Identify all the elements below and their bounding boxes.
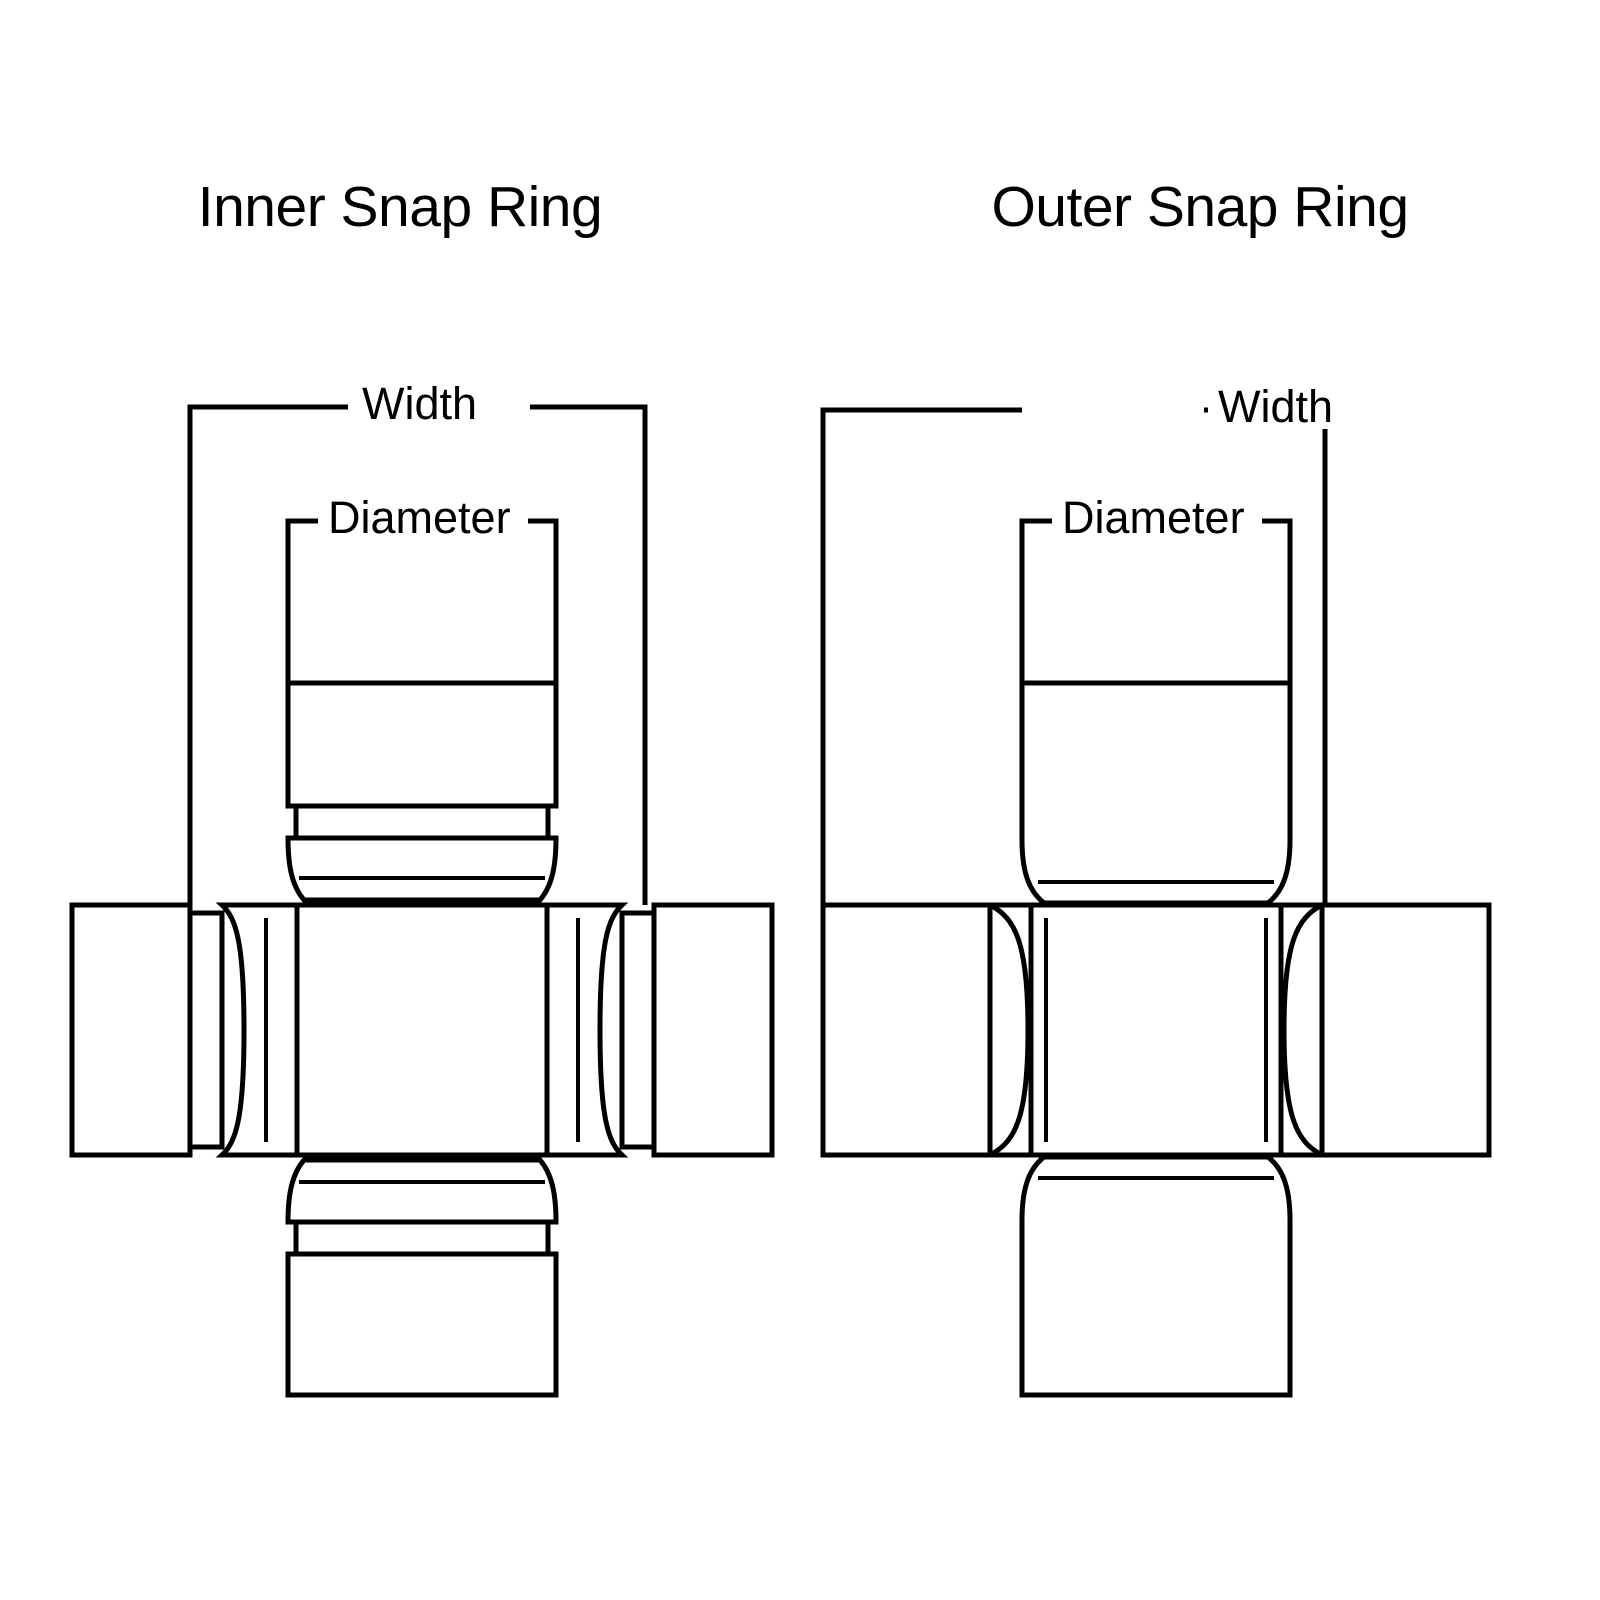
width-dimension-inner: [187, 404, 648, 905]
bottom-bearing-cap-outer: [1019, 1154, 1293, 1398]
left-bearing-cap-outer: [820, 902, 1048, 1158]
inner-snap-ring-drawing: [69, 404, 775, 1398]
diameter-label-outer: Diameter: [1052, 495, 1255, 540]
center-cross-body-inner: [294, 902, 550, 1158]
center-cross-body-outer: [1028, 902, 1284, 1158]
panel-title-outer: Outer Snap Ring: [991, 175, 1409, 239]
outer-snap-ring-drawing: [820, 407, 1492, 1398]
width-label-inner: Width: [352, 381, 488, 426]
bottom-bearing-cap-inner: [285, 1157, 559, 1398]
panel-inner-snap-ring: Inner Snap Ring: [69, 175, 775, 1398]
top-bearing-cap-outer: [1019, 680, 1293, 906]
right-bearing-cap-outer: [1264, 902, 1492, 1158]
panel-outer-snap-ring: Outer Snap Ring: [800, 0, 1600, 1600]
width-dimension-outer: [820, 407, 1328, 905]
width-label-outer: Width: [1208, 384, 1344, 429]
diameter-dimension-inner: [285, 518, 559, 683]
diameter-label-inner: Diameter: [318, 495, 521, 540]
left-bearing-cap-inner: [69, 902, 300, 1158]
top-bearing-cap-inner: [285, 680, 559, 903]
panel-title-inner: Inner Snap Ring: [197, 175, 603, 239]
diameter-dimension-outer: [1019, 518, 1293, 683]
right-bearing-cap-inner: [544, 902, 775, 1158]
